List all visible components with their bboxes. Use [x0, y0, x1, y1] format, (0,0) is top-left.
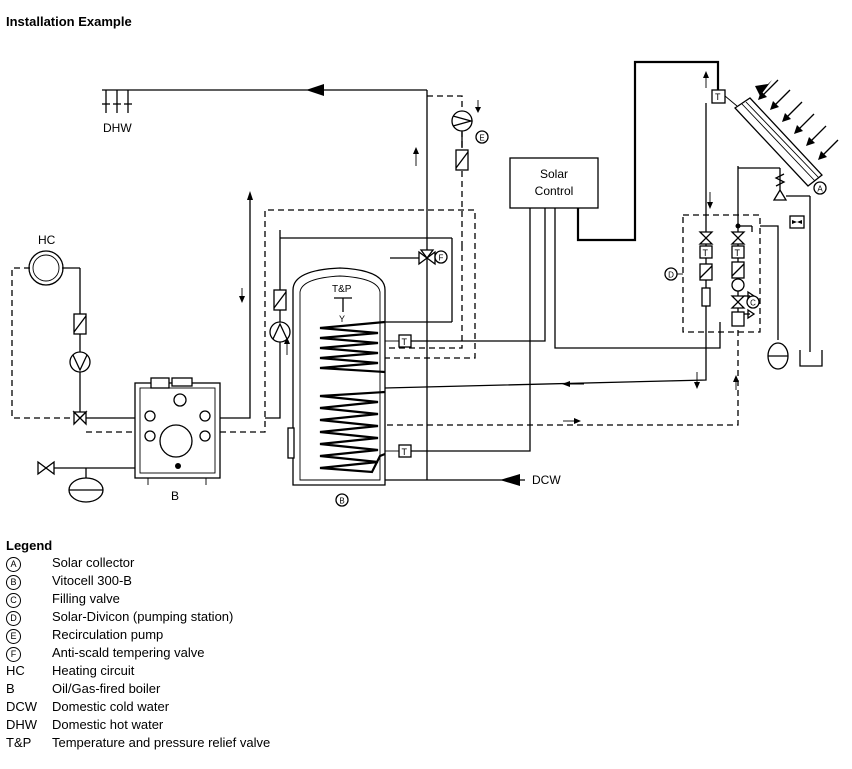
legend-key-text: HC [6, 663, 25, 678]
legend-text: Domestic cold water [52, 699, 170, 714]
dhw-supply-line [102, 84, 428, 480]
legend-item: B Oil/Gas-fired boiler [6, 680, 270, 698]
legend-text: Anti-scald tempering valve [52, 645, 205, 660]
legend-title: Legend [6, 538, 53, 553]
boiler-label: B [171, 489, 179, 503]
ref-a-label: A [817, 185, 823, 194]
legend-key: A [6, 554, 52, 572]
page-title: Installation Example [6, 14, 132, 29]
legend-text: Temperature and pressure relief valve [52, 735, 271, 750]
tank-upper-sensor-label: T [402, 337, 408, 347]
heating-circuit [11, 250, 135, 433]
recirculation-loop [380, 95, 481, 349]
legend-key: B [6, 680, 52, 698]
solar-relief-valve [772, 168, 823, 367]
legend-item: T&P Temperature and pressure relief valve [6, 734, 270, 752]
legend-text: Solar collector [52, 555, 135, 570]
legend-key-text: T&P [6, 735, 32, 750]
solar-piping [384, 103, 780, 426]
tp-label: T&P [332, 284, 352, 295]
ref-c-marker [746, 295, 760, 309]
solar-expansion-tank [760, 225, 789, 370]
legend-item: D Solar-Divicon (pumping station) [6, 608, 270, 626]
tank-upper-sensor [385, 334, 412, 348]
legend-text: Heating circuit [52, 663, 135, 678]
hc-label: HC [38, 233, 56, 247]
legend-text: Filling valve [52, 591, 120, 606]
legend-key: DHW [6, 716, 52, 734]
ref-a-marker [813, 181, 827, 195]
boiler-fill-line [37, 460, 135, 503]
legend-key-circle: E [6, 629, 21, 644]
legend-key-circle: B [6, 575, 21, 590]
storage-tank [287, 267, 386, 486]
legend-item: A Solar collector [6, 554, 270, 572]
legend-key: T&P [6, 734, 52, 752]
legend-text: Oil/Gas-fired boiler [52, 681, 161, 696]
dcw-label: DCW [532, 473, 561, 487]
legend-item: E Recirculation pump [6, 626, 270, 644]
tempering-valve-f: F [280, 237, 453, 323]
ref-e-label: E [479, 134, 484, 143]
recirculation-check-valve [455, 149, 469, 171]
legend-item: B Vitocell 300-B [6, 572, 270, 590]
solar-collector [734, 80, 823, 187]
solar-control-wiring [411, 60, 721, 452]
legend-key: HC [6, 662, 52, 680]
solar-control-line1: Solar [540, 167, 568, 181]
legend-item: DCW Domestic cold water [6, 698, 270, 716]
legend-item: F Anti-scald tempering valve [6, 644, 270, 662]
legend-item: HC Heating circuit [6, 662, 270, 680]
collector-sensor [711, 89, 738, 107]
legend-key: C [6, 590, 52, 608]
tank-lower-sensor-label: T [402, 447, 408, 457]
sun-rays [758, 79, 839, 160]
legend-item: DHW Domestic hot water [6, 716, 270, 734]
boiler-check-valve [273, 289, 287, 311]
solar-flow-meter [789, 215, 805, 229]
legend-text: Domestic hot water [52, 717, 164, 732]
ref-b-marker [335, 493, 349, 507]
legend-key: F [6, 644, 52, 662]
legend-key: B [6, 572, 52, 590]
legend-text: Vitocell 300-B [52, 573, 132, 588]
collector-sensor-label: T [715, 92, 721, 102]
legend-key-circle: D [6, 611, 21, 626]
legend-key-text: B [6, 681, 15, 696]
tank-lower-sensor [385, 444, 412, 458]
legend-key-text: DHW [6, 717, 38, 732]
ref-d-label: D [668, 271, 674, 280]
legend-key: E [6, 626, 52, 644]
solar-control [509, 157, 599, 209]
solar-divicon [664, 214, 761, 333]
legend-key: D [6, 608, 52, 626]
dhw-label: DHW [103, 121, 132, 135]
legend-key-circle: F [6, 647, 21, 662]
boiler [134, 377, 221, 485]
divicon-left-t-label: T [703, 248, 709, 258]
installation-diagram: DHW E F [11, 60, 839, 507]
legend-key: DCW [6, 698, 52, 716]
legend-item: C Filling valve [6, 590, 270, 608]
legend-text: Solar-Divicon (pumping station) [52, 609, 234, 624]
solar-control-line2: Control [535, 184, 574, 198]
divicon-right-t-label: T [735, 248, 741, 258]
ref-f-label: F [439, 254, 444, 263]
y-label: Y [339, 314, 345, 324]
dcw-inlet [385, 474, 525, 486]
recirculation-pump-e: E [451, 110, 489, 144]
ref-c-label: C [750, 299, 756, 308]
legend-key-text: DCW [6, 699, 38, 714]
boiler-circulation-pump [269, 321, 291, 343]
legend-key-circle: C [6, 593, 21, 608]
legend-key-circle: A [6, 557, 21, 572]
legend-text: Recirculation pump [52, 627, 164, 642]
ref-b-label: B [339, 497, 344, 506]
